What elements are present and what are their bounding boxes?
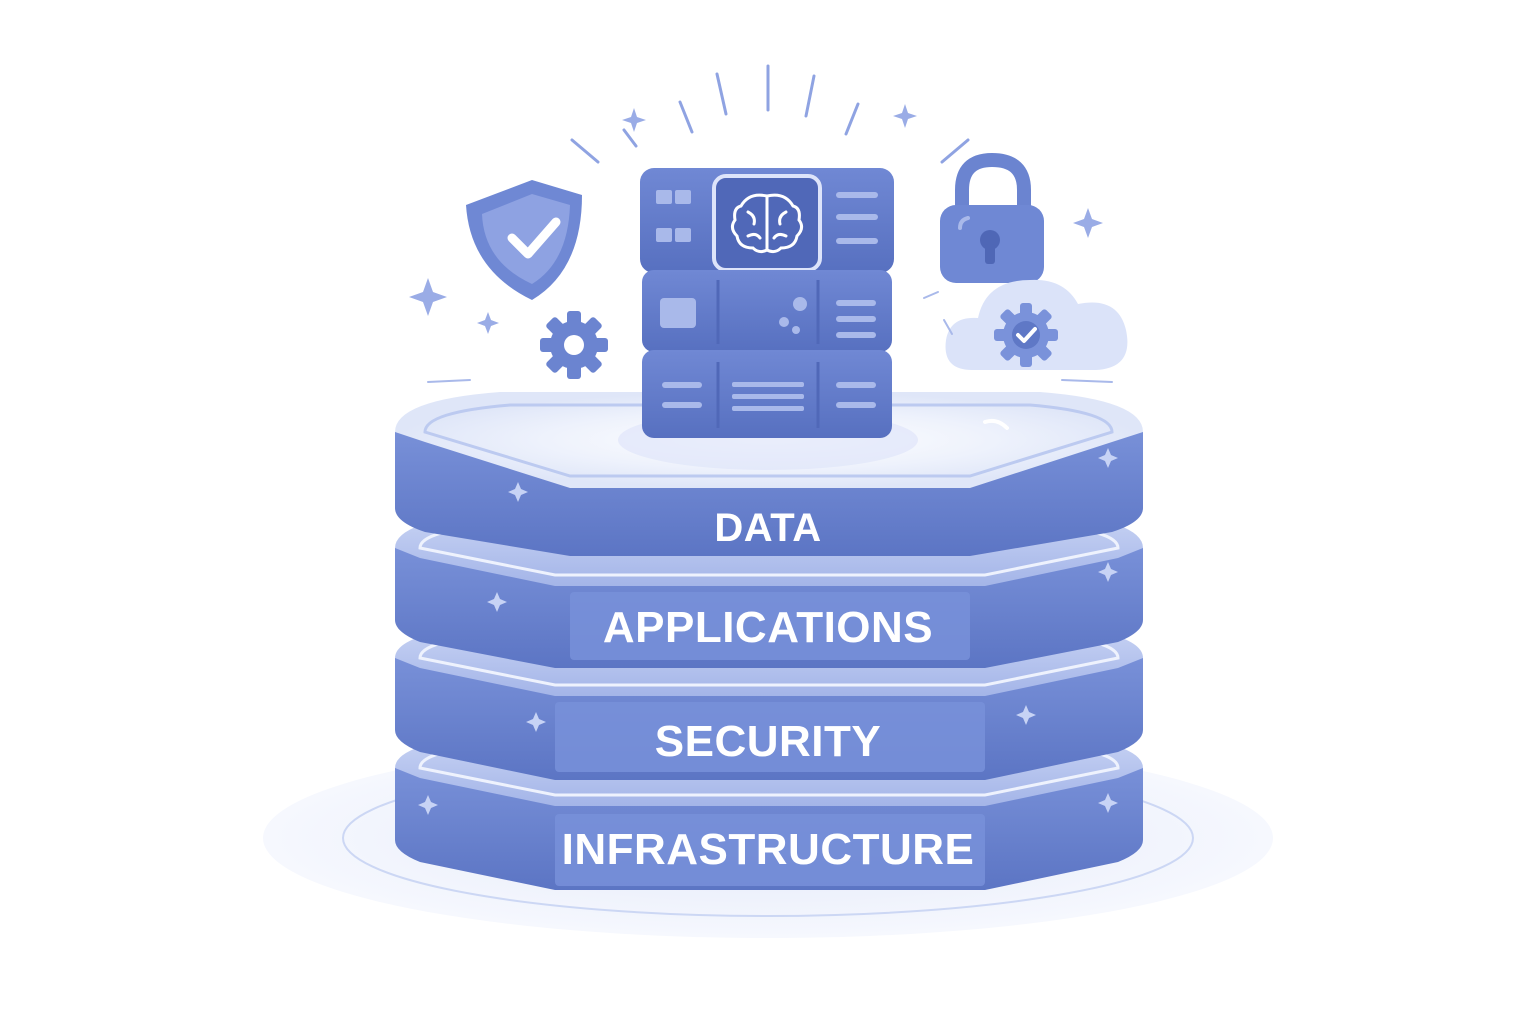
server-rack-brain-icon <box>618 168 918 470</box>
layer-data: DATA <box>395 392 1143 556</box>
padlock-icon <box>940 152 1044 283</box>
layer-label-applications: APPLICATIONS <box>603 603 933 652</box>
cloud-gear-check-icon <box>945 279 1128 370</box>
gear-icon <box>540 311 608 379</box>
radiance-lines <box>570 64 970 164</box>
shield-check-icon <box>466 180 582 300</box>
layer-label-security: SECURITY <box>655 717 881 766</box>
layer-label-infrastructure: INFRASTRUCTURE <box>562 825 975 874</box>
brain-icon <box>730 193 804 254</box>
accent-strokes <box>427 291 1113 383</box>
sparkle-decorations <box>409 104 1103 334</box>
layer-label-data: DATA <box>714 506 821 550</box>
